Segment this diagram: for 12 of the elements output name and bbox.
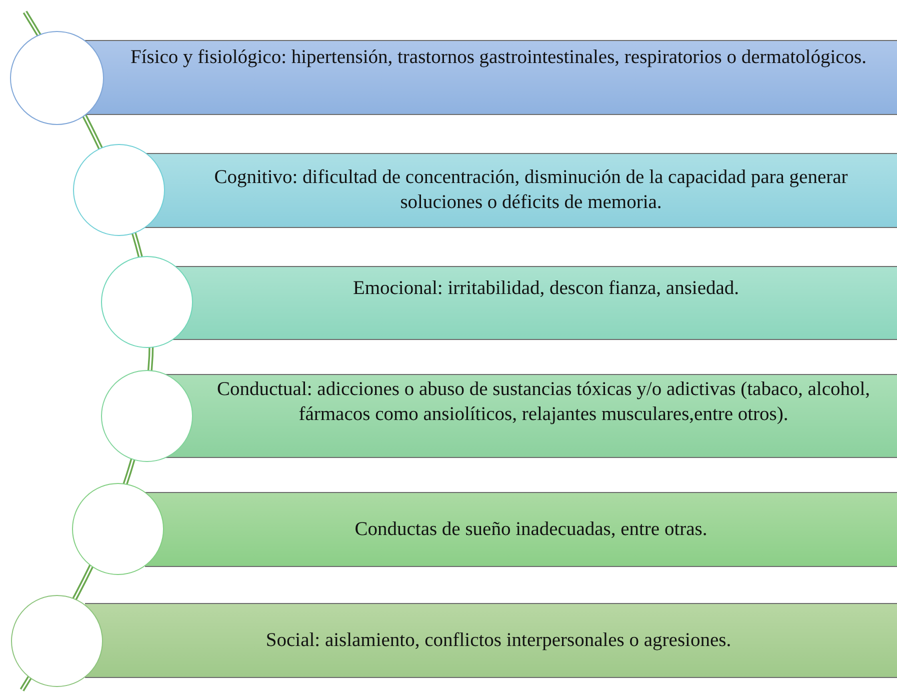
category-bar (145, 492, 897, 567)
category-bar (172, 266, 897, 340)
category-bar (165, 374, 897, 458)
description-text: Cognitivo: dificultad de concentración, disminución de la capacidad para generar soluciones o déficits de memoria. (213, 166, 849, 215)
category-bar (85, 603, 897, 678)
description-text: Conductual: adicciones o abuso de sustancias tóxicas y/o adictivas (tabaco, alcohol, fármacos como ansiolíticos, relajantes musculares,entre otros). (216, 378, 872, 427)
description-text: Físico y fisiológico: hipertensión, trastornos gastrointestinales, respiratorios o dermatológicos. (130, 46, 866, 70)
description-text: Social: aislamiento, conflictos interpersonales o agresiones. (266, 629, 732, 653)
description-text: Conductas de sueño inadecuadas, entre otras. (354, 518, 708, 542)
description-text: Emocional: irritabilidad, descon fianza, ansiedad. (352, 277, 740, 301)
category-bar (145, 153, 897, 228)
category-bar (85, 40, 897, 115)
